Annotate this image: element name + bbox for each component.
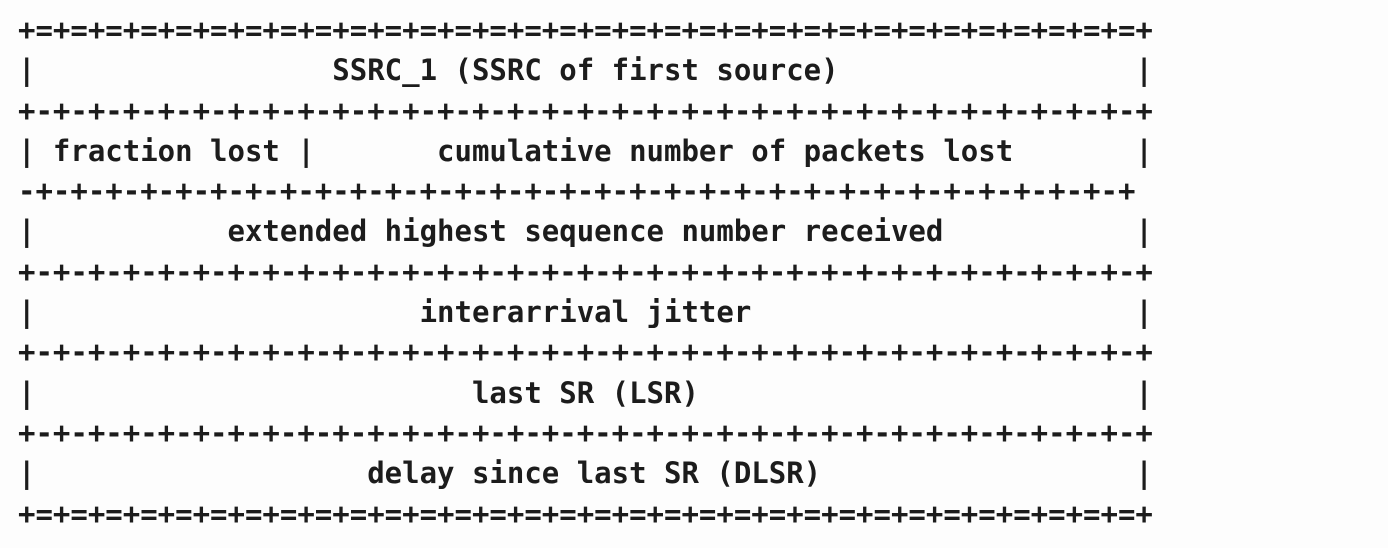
- row-fraction-cumulative-lost: | fraction lost | cumulative number of p…: [18, 133, 1153, 168]
- row-extended-highest-seq: | extended highest sequence number recei…: [18, 214, 1153, 249]
- separator-3: +-+-+-+-+-+-+-+-+-+-+-+-+-+-+-+-+-+-+-+-…: [18, 254, 1153, 289]
- separator-2: -+-+-+-+-+-+-+-+-+-+-+-+-+-+-+-+-+-+-+-+…: [18, 174, 1136, 209]
- row-last-sr: | last SR (LSR) |: [18, 375, 1153, 410]
- separator-4: +-+-+-+-+-+-+-+-+-+-+-+-+-+-+-+-+-+-+-+-…: [18, 335, 1153, 370]
- bottom-border: +=+=+=+=+=+=+=+=+=+=+=+=+=+=+=+=+=+=+=+=…: [18, 496, 1153, 531]
- row-delay-since-last-sr: | delay since last SR (DLSR) |: [18, 456, 1153, 491]
- ascii-diagram: +=+=+=+=+=+=+=+=+=+=+=+=+=+=+=+=+=+=+=+=…: [18, 10, 1153, 534]
- separator-5: +-+-+-+-+-+-+-+-+-+-+-+-+-+-+-+-+-+-+-+-…: [18, 415, 1153, 450]
- row-ssrc-1: | SSRC_1 (SSRC of first source) |: [18, 53, 1153, 88]
- top-border: +=+=+=+=+=+=+=+=+=+=+=+=+=+=+=+=+=+=+=+=…: [18, 13, 1153, 47]
- row-interarrival-jitter: | interarrival jitter |: [18, 295, 1153, 330]
- separator-1: +-+-+-+-+-+-+-+-+-+-+-+-+-+-+-+-+-+-+-+-…: [18, 93, 1153, 128]
